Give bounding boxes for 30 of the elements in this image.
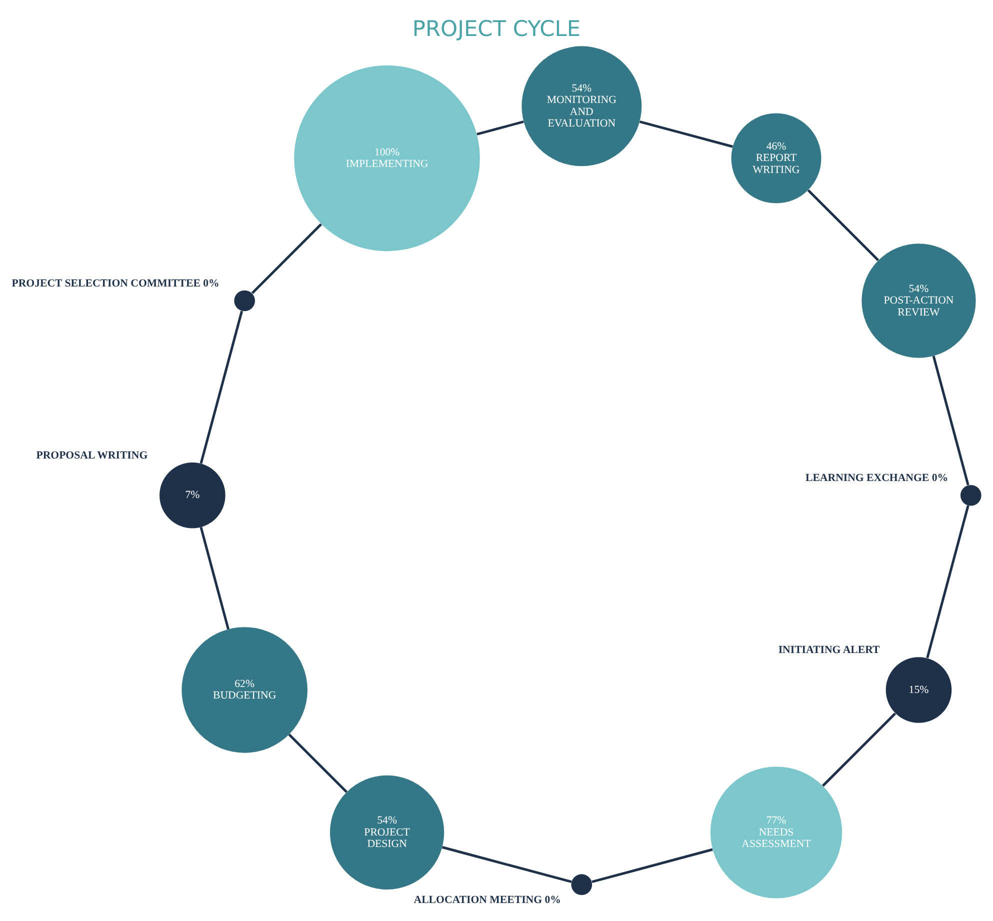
connector [442,846,572,883]
connector [592,848,713,883]
node-label: INITIATING ALERT [778,644,880,656]
node-circle: 77% NEEDS ASSESSMENT [710,766,842,898]
node-circle: 54% POST-ACTION REVIEW [862,243,976,358]
connector [926,504,970,658]
node-circle: 100% IMPLEMENTING [294,64,480,251]
diagram-title: PROJECT CYCLE [412,16,581,42]
node-circle [234,290,255,311]
connector [807,188,880,261]
node-circle: 54% PROJECT DESIGN [330,774,444,889]
connector [288,733,348,792]
node-circle [571,874,592,894]
node-label: PROPOSAL WRITING [36,449,148,462]
node-label: PROJECT SELECTION COMMITTEE 0% [12,277,220,290]
connector [932,355,970,485]
connector [639,120,733,148]
node-circle [960,484,982,506]
node-label: LEARNING EXCHANGE 0% [805,472,948,484]
node-circle: 62% BUDGETING [182,626,308,752]
node-circle: 7% [160,462,226,528]
connector [251,222,322,294]
connector [476,120,524,135]
node-circle: 54% MONITORING AND EVALUATION [522,46,642,166]
connector [822,712,896,786]
connector [200,526,230,630]
node-circle: 46% REPORT WRITING [731,112,822,203]
node-label: ALLOCATION MEETING 0% [414,893,561,906]
node-circle: 15% [886,656,952,722]
connector [200,310,244,464]
